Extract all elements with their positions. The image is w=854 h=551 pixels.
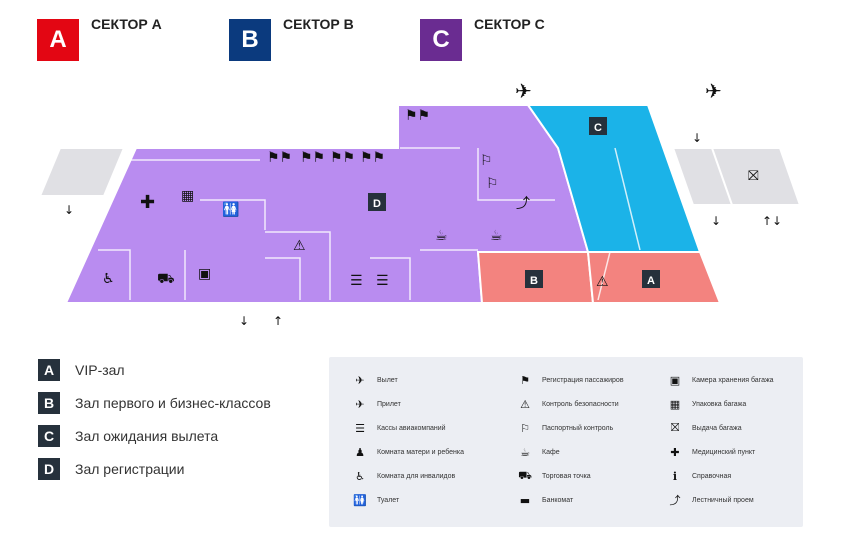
checkin-icon-4: ⚑⚑ <box>360 150 385 166</box>
shop-icon: ⛟ <box>518 468 532 482</box>
map-tag-a <box>642 270 660 288</box>
passport-control-icon-2: ⚐ <box>486 176 499 192</box>
legend-medical: ✚Медицинский пункт <box>664 445 755 459</box>
disabled-room-icon: ♿ <box>102 271 115 287</box>
arrival-icon: ✈ <box>355 397 365 411</box>
legend-luggage-storage: ▣Камера хранения багажа <box>664 373 774 387</box>
sector-b-badge: B <box>229 19 271 61</box>
disabled-room-icon: ♿ <box>355 469 365 483</box>
legend-baggage-claim: ⛝Выдача багажа <box>664 421 742 435</box>
sector-b-label: СЕКТОР В <box>283 16 354 32</box>
legend-disabled-room: ♿Комната для инвалидов <box>349 469 455 483</box>
arrival-icon: ✈ <box>705 79 722 103</box>
map-tag-b <box>525 270 543 288</box>
arrow-up-down-icon: ↑↓ <box>762 214 782 228</box>
sector-a-label: СЕКТОР А <box>91 16 162 32</box>
map-tag-b-text: B <box>530 275 538 287</box>
arrow-down-icon: ↓ <box>692 131 702 145</box>
departure-icon: ✈ <box>355 373 365 387</box>
passport-control-icon: ⚐ <box>520 421 530 435</box>
cafe-icon-1: ☕ <box>435 228 448 244</box>
luggage-storage-icon: ▣ <box>669 373 681 387</box>
sector-c: C СЕКТОР С <box>420 16 545 61</box>
left-arrival-area <box>38 147 126 197</box>
zone-c-legend: C Зал ожидания вылета <box>38 425 218 447</box>
zone-d-legend: D Зал регистрации <box>38 458 184 480</box>
legend-atm: ▬Банкомат <box>514 493 573 507</box>
checkin-icon-2: ⚑⚑ <box>300 150 325 166</box>
arrow-down-icon: ↓ <box>711 214 721 228</box>
zone-a-badge: A <box>38 359 60 381</box>
shop-icon: ⛟ <box>157 271 175 287</box>
zone-b-legend: B Зал первого и бизнес-классов <box>38 392 271 414</box>
legend-luggage-wrapping: ▦Упаковка багажа <box>664 397 746 411</box>
legend-stairs: ⤴Лестничный проем <box>664 493 754 507</box>
ticket-office-icon-2: ☰ <box>376 273 389 289</box>
zone-a-text: VIP-зал <box>75 362 125 378</box>
map-tag-c-text: C <box>594 122 602 134</box>
cafe-icon: ☕ <box>520 445 530 459</box>
cafe-icon-2: ☕ <box>490 228 503 244</box>
zone-b-badge: B <box>38 392 60 414</box>
sector-c-badge: C <box>420 19 462 61</box>
toilet-icon: 🚻 <box>222 201 239 218</box>
atm-icon: ▬ <box>519 493 531 507</box>
toilet-icon: 🚻 <box>353 493 367 507</box>
legend-departure: ✈Вылет <box>349 373 397 387</box>
zone-c-text: Зал ожидания вылета <box>75 428 219 444</box>
zone-a-legend: A VIP-зал <box>38 359 125 381</box>
checkin-icon-1: ⚑⚑ <box>267 150 292 166</box>
legend-shop: ⛟Торговая точка <box>514 469 591 483</box>
info-icon: i <box>672 469 678 483</box>
luggage-wrapping-icon: ▦ <box>181 188 194 204</box>
legend-ticket-office: ☰Кассы авиакомпаний <box>349 421 446 435</box>
stairs-icon: ⤴ <box>516 196 530 212</box>
legend-checkin: ⚑Регистрация пассажиров <box>514 373 623 387</box>
icon-legend: ✈Вылет ✈Прилет ☰Кассы авиакомпаний ♟Комн… <box>329 357 803 527</box>
sector-a-badge: A <box>37 19 79 61</box>
security-check-icon: ⚠ <box>520 397 530 411</box>
mother-child-room-icon: ♟ <box>355 445 365 459</box>
arrow-up-icon: ↑ <box>273 314 283 328</box>
departure-icon: ✈ <box>515 79 532 103</box>
zone-b-text: Зал первого и бизнес-классов <box>75 395 271 411</box>
airline-ticket-office-icon: ☰ <box>355 421 365 435</box>
security-check-icon: ⚠ <box>293 238 306 254</box>
medical-icon: ✚ <box>140 192 155 213</box>
vip-security-icon: ⚠ <box>596 274 609 290</box>
zone-c-badge: C <box>38 425 60 447</box>
legend-security: ⚠Контроль безопасности <box>514 397 619 411</box>
legend-arrival: ✈Прилет <box>349 397 400 411</box>
zone-d-badge: D <box>38 458 60 480</box>
luggage-wrapping-icon: ▦ <box>669 397 681 411</box>
right-arrival-area <box>671 147 802 206</box>
map-tag-d <box>368 193 386 211</box>
medical-icon: ✚ <box>670 445 680 459</box>
legend-passport: ⚐Паспортный контроль <box>514 421 613 435</box>
terminal-floor-plan: D C B A ✈ ✈ ✚ ▦ 🚻 ♿ ⛟ ▣ ⚑⚑ ⚑⚑ ⚑⚑ ⚑⚑ ⚑⚑ ⚐… <box>38 79 802 328</box>
passenger-checkin-icon: ⚑ <box>520 373 530 387</box>
sector-c-label: СЕКТОР С <box>474 16 545 32</box>
checkin-icon-3: ⚑⚑ <box>330 150 355 166</box>
map-tag-c <box>589 117 607 135</box>
ticket-office-icon-1: ☰ <box>350 273 363 289</box>
arrow-down-icon: ↓ <box>239 314 249 328</box>
luggage-storage-icon: ▣ <box>198 266 211 282</box>
legend-toilet: 🚻Туалет <box>349 493 399 507</box>
map-tag-d-text: D <box>373 198 381 210</box>
legend-mother-child: ♟Комната матери и ребенка <box>349 445 464 459</box>
passport-control-icon-1: ⚐ <box>480 153 493 169</box>
map-tag-a-text: A <box>647 275 655 287</box>
baggage-claim-icon: ⛝ <box>670 421 680 434</box>
legend-cafe: ☕Кафе <box>514 445 560 459</box>
sector-b: B СЕКТОР В <box>229 16 354 61</box>
sector-a: A СЕКТОР А <box>37 16 162 61</box>
baggage-claim-icon: ⛝ <box>748 168 759 184</box>
arrow-down-icon: ↓ <box>64 203 74 217</box>
stairs-icon: ⤴ <box>669 494 681 507</box>
zone-d-text: Зал регистрации <box>75 461 185 477</box>
checkin-icon-5: ⚑⚑ <box>405 108 430 124</box>
